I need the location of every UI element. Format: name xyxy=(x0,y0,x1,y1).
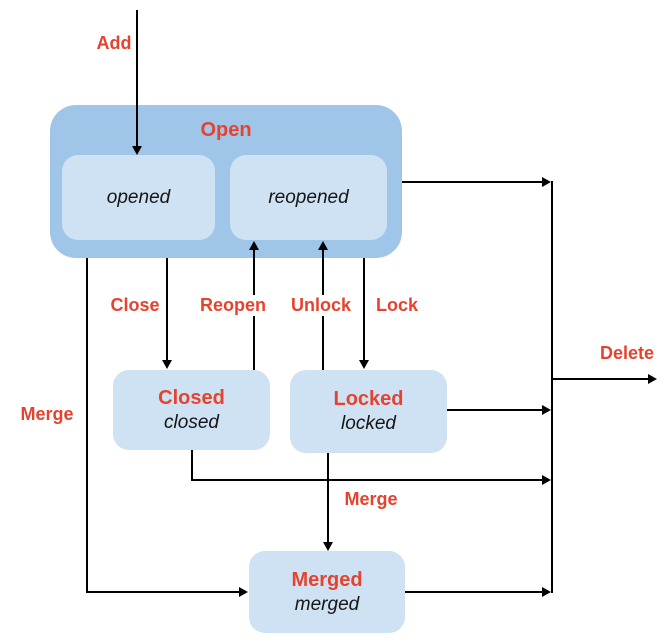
arrow-open-exit-head xyxy=(542,177,551,187)
state-reopened-box: reopened xyxy=(230,155,387,240)
arrow-locked-exit-head xyxy=(542,405,551,415)
transition-merge-left-label: Merge xyxy=(17,404,77,425)
arrow-add-head xyxy=(132,146,142,155)
state-locked-title: Locked xyxy=(333,388,404,411)
arrow-add-line xyxy=(136,10,138,147)
state-opened-box: opened xyxy=(62,155,215,240)
state-opened-label: opened xyxy=(106,186,171,208)
state-closed-box: Closed closed xyxy=(113,370,270,450)
transition-reopen-label: Reopen xyxy=(196,295,270,316)
arrow-closed-exit-vline xyxy=(191,450,193,481)
arrow-open-exit-line xyxy=(402,181,543,183)
transition-merge-bottom-label: Merge xyxy=(341,489,401,510)
arrow-merged-exit-head xyxy=(542,587,551,597)
transition-unlock-label: Unlock xyxy=(287,295,355,316)
state-merged-sublabel: merged xyxy=(294,593,360,615)
transition-delete-label: Delete xyxy=(596,343,658,364)
arrow-reopen-head xyxy=(249,241,259,250)
arrow-close-line xyxy=(166,258,168,361)
arrow-merge-bottom-line xyxy=(327,453,329,543)
state-locked-sublabel: locked xyxy=(341,413,396,435)
arrow-close-head xyxy=(162,360,172,369)
arrow-lock-line xyxy=(363,258,365,361)
arrow-unlock-head xyxy=(318,241,328,250)
arrow-closed-exit-head xyxy=(542,475,551,485)
state-closed-title: Closed xyxy=(158,386,225,409)
transition-lock-label: Lock xyxy=(372,295,422,316)
arrow-closed-exit-hline xyxy=(191,479,543,481)
state-open-title: Open xyxy=(200,119,252,141)
state-merged-box: Merged merged xyxy=(249,551,405,633)
arrow-delete-head xyxy=(648,374,657,384)
state-reopened-label: reopened xyxy=(268,186,349,208)
arrow-locked-exit-line xyxy=(447,409,543,411)
transition-add-label: Add xyxy=(93,33,135,54)
arrow-lock-head xyxy=(359,360,369,369)
state-open-container: Open opened reopened xyxy=(50,105,402,258)
arrow-merge-left-hline xyxy=(86,591,241,593)
arrow-merge-bottom-head xyxy=(323,542,333,551)
delete-trunk-line xyxy=(551,181,553,593)
arrow-merged-exit-line xyxy=(405,591,543,593)
arrow-merge-left-vline xyxy=(86,258,88,593)
state-merged-title: Merged xyxy=(291,568,363,591)
state-locked-box: Locked locked xyxy=(290,370,447,453)
state-closed-sublabel: closed xyxy=(164,411,219,433)
arrow-merge-left-head xyxy=(239,587,248,597)
transition-close-label: Close xyxy=(107,295,163,316)
arrow-delete-line xyxy=(552,378,648,380)
